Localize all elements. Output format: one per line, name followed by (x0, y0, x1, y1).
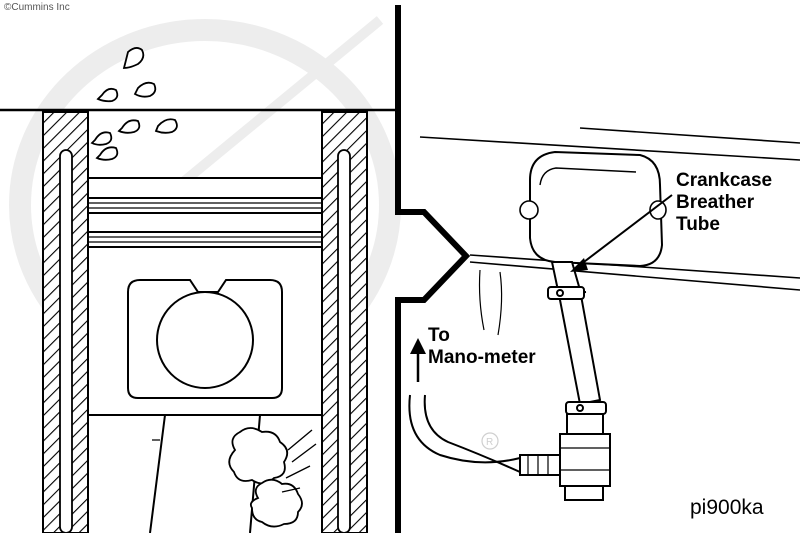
oil-droplets (90, 47, 178, 161)
registered-mark-icon: R (481, 432, 499, 450)
figure-id: pi900ka (690, 496, 764, 519)
to-manometer-label: To Mano-meter (428, 325, 536, 369)
engine-block-lines (419, 127, 800, 336)
mano-label-line1: To (428, 325, 450, 346)
crankcase-label-line3: Tube (676, 214, 720, 235)
manometer-hose (408, 394, 521, 473)
up-arrow-icon (410, 338, 426, 382)
blowby-gas-puffs (228, 427, 317, 528)
piston (87, 177, 323, 533)
cylinder-cross-section (0, 108, 395, 533)
callout-bracket (395, 5, 471, 533)
breather-box (519, 150, 667, 268)
svg-text:R: R (486, 437, 493, 448)
crankcase-breather-tube-label: Crankcase Breather Tube (676, 170, 772, 236)
breather-tube (519, 261, 611, 501)
crankcase-label-line1: Crankcase (676, 170, 773, 191)
crankcase-label-line2: Breather (676, 192, 755, 213)
mano-label-line2: Mano-meter (428, 347, 536, 368)
copyright-text: ©Cummins Inc (4, 2, 70, 13)
crankcase-leader-line (570, 194, 673, 272)
